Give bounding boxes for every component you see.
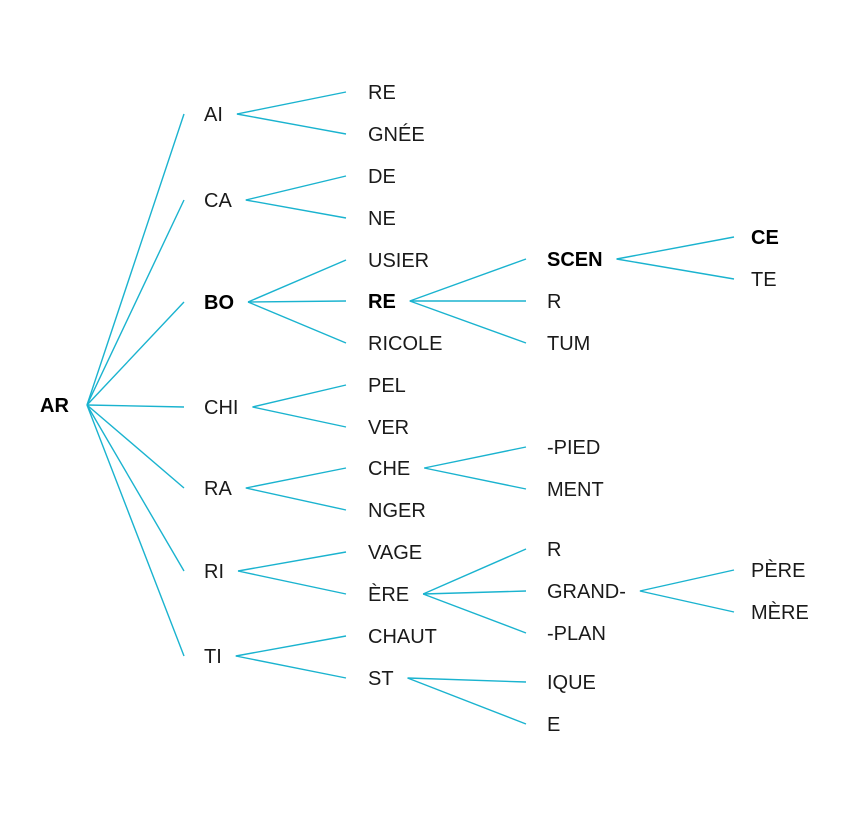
tree-node-grand-d3: GRAND- — [547, 581, 626, 603]
tree-edge — [616, 258, 735, 280]
tree-node-che-d2: CHE — [368, 458, 410, 480]
tree-edge — [236, 91, 347, 115]
tree-node-r-d3: R — [547, 291, 561, 313]
tree-edge — [245, 175, 347, 201]
tree-node-e-d3: E — [547, 714, 560, 736]
tree-node-pied-d3: -PIED — [547, 437, 600, 459]
tree-node-ce-d4: CE — [751, 227, 779, 249]
tree-node-plan-d3: -PLAN — [547, 623, 606, 645]
tree-edge — [245, 199, 347, 219]
tree-edge — [247, 300, 347, 303]
tree-edge — [86, 199, 185, 406]
tree-node-tum-d3: TUM — [547, 333, 590, 355]
tree-node-gnée-d2: GNÉE — [368, 123, 425, 146]
tree-node-usier-d2: USIER — [368, 250, 429, 272]
tree-edge — [247, 301, 347, 344]
tree-edge — [409, 258, 527, 302]
tree-edge — [245, 487, 347, 511]
tree-node-re-d2: RE — [368, 82, 396, 104]
tree-node-r-d3: R — [547, 539, 561, 561]
tree-edge — [86, 404, 185, 489]
tree-node-re-d2: RE — [368, 291, 396, 313]
tree-node-st-d2: ST — [368, 668, 394, 690]
tree-node-ique-d3: IQUE — [547, 672, 596, 694]
tree-edge — [245, 467, 347, 489]
tree-node-mère-d4: MÈRE — [751, 601, 809, 624]
tree-node-père-d4: PÈRE — [751, 559, 805, 582]
tree-edge — [252, 384, 347, 408]
tree-node-te-d4: TE — [751, 269, 777, 291]
tree-node-ricole-d2: RICOLE — [368, 333, 442, 355]
tree-edge — [422, 593, 527, 634]
tree-node-ère-d2: ÈRE — [368, 583, 409, 606]
tree-edge — [407, 677, 527, 683]
tree-node-pel-d2: PEL — [368, 375, 406, 397]
tree-edge — [639, 569, 735, 592]
tree-edge — [86, 113, 185, 406]
tree-node-chi-d1: CHI — [204, 397, 238, 419]
tree-edge — [235, 655, 347, 679]
tree-edge — [616, 236, 735, 260]
tree-node-ca-d1: CA — [204, 190, 232, 212]
tree-node-nger-d2: NGER — [368, 500, 426, 522]
tree-edge — [422, 548, 527, 595]
tree-edge — [423, 590, 527, 595]
tree-node-bo-d1: BO — [204, 292, 234, 314]
tree-edge — [86, 404, 185, 408]
tree-node-ti-d1: TI — [204, 646, 222, 668]
tree-node-ver-d2: VER — [368, 417, 409, 439]
tree-node-ment-d3: MENT — [547, 479, 604, 501]
tree-edge — [237, 570, 347, 595]
tree-edge — [86, 404, 185, 572]
tree-node-chaut-d2: CHAUT — [368, 626, 437, 648]
tree-edge — [424, 467, 527, 490]
tree-edge — [236, 113, 347, 135]
tree-edge — [252, 406, 347, 428]
tree-node-ra-d1: RA — [204, 478, 232, 500]
tree-edge — [407, 677, 527, 725]
tree-node-ne-d2: NE — [368, 208, 396, 230]
tree-node-scen-d3: SCEN — [547, 249, 603, 271]
tree-edge — [424, 446, 527, 469]
tree-edge — [86, 301, 185, 406]
tree-edge — [247, 259, 347, 303]
tree-edge — [237, 551, 347, 572]
tree-node-de-d2: DE — [368, 166, 396, 188]
tree-edge — [409, 300, 527, 344]
tree-node-ar-d0: AR — [40, 395, 69, 417]
tree-node-ri-d1: RI — [204, 561, 224, 583]
tree-edge — [86, 404, 185, 657]
tree-node-vage-d2: VAGE — [368, 542, 422, 564]
tree-edge — [235, 635, 347, 657]
tree-edge — [639, 590, 735, 613]
tree-node-ai-d1: AI — [204, 104, 223, 126]
